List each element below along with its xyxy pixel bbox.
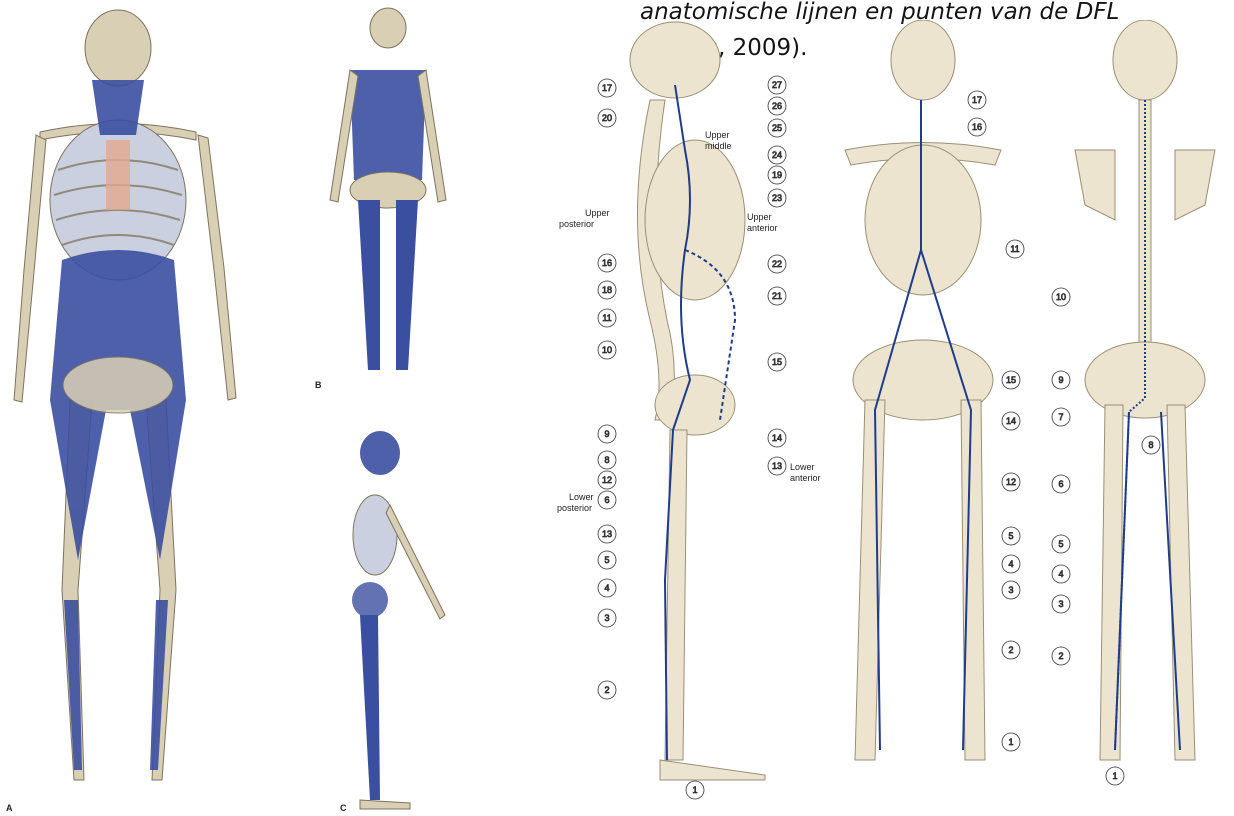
svg-text:13: 13	[602, 529, 612, 539]
figure-c-lateral-skeleton	[330, 425, 460, 815]
legs	[358, 200, 418, 370]
sternum	[106, 140, 130, 210]
svg-text:2: 2	[1058, 651, 1063, 661]
svg-text:1: 1	[1112, 771, 1117, 781]
anterior-line-diagram: 17 16 11 15 14 12 5 4 3 2 1	[835, 20, 1045, 810]
svg-text:3: 3	[1058, 599, 1063, 609]
figure-a-anterior-skeleton	[0, 0, 300, 816]
svg-text:16: 16	[602, 258, 612, 268]
legs	[1100, 405, 1195, 760]
svg-text:27: 27	[772, 80, 782, 90]
skull	[891, 20, 955, 100]
svg-text:3: 3	[1008, 585, 1013, 595]
svg-text:10: 10	[1056, 292, 1066, 302]
back-muscles	[350, 70, 426, 180]
svg-text:4: 4	[604, 583, 609, 593]
svg-text:5: 5	[1058, 539, 1063, 549]
svg-text:15: 15	[772, 357, 782, 367]
legs	[855, 400, 985, 760]
svg-text:22: 22	[772, 259, 782, 269]
svg-text:17: 17	[602, 83, 612, 93]
skull	[370, 8, 406, 48]
svg-text:12: 12	[602, 475, 612, 485]
panel-letter-c: C	[340, 803, 347, 813]
pelvis	[63, 357, 173, 413]
skull	[85, 10, 151, 86]
svg-text:17: 17	[972, 95, 982, 105]
neck-muscles	[92, 80, 144, 135]
svg-text:19: 19	[772, 170, 782, 180]
svg-text:13: 13	[772, 461, 782, 471]
svg-text:4: 4	[1008, 559, 1013, 569]
svg-text:21: 21	[772, 291, 782, 301]
svg-text:23: 23	[772, 193, 782, 203]
arm	[386, 505, 445, 619]
svg-text:8: 8	[1148, 440, 1153, 450]
svg-text:18: 18	[602, 285, 612, 295]
svg-text:4: 4	[1058, 569, 1063, 579]
svg-text:1: 1	[1008, 737, 1013, 747]
svg-text:10: 10	[602, 345, 612, 355]
svg-text:12: 12	[1006, 477, 1016, 487]
svg-text:26: 26	[772, 101, 782, 111]
foot	[660, 760, 765, 780]
svg-text:2: 2	[1008, 645, 1013, 655]
svg-text:5: 5	[1008, 531, 1013, 541]
svg-text:24: 24	[772, 150, 782, 160]
svg-text:8: 8	[604, 455, 609, 465]
svg-text:9: 9	[604, 429, 609, 439]
figure-b-posterior-skeleton	[310, 0, 460, 390]
svg-text:14: 14	[1006, 416, 1016, 426]
skull	[1113, 20, 1177, 100]
svg-text:1: 1	[692, 785, 697, 795]
svg-text:7: 7	[1058, 412, 1063, 422]
svg-text:11: 11	[602, 313, 611, 323]
svg-text:9: 9	[1058, 375, 1063, 385]
svg-text:16: 16	[972, 122, 982, 132]
posterior-line-diagram: 10 9 7 8 6 5 4 3 2 1	[1045, 20, 1234, 810]
leg	[360, 615, 380, 800]
leg	[665, 430, 687, 760]
panel-letter-b: B	[315, 380, 322, 390]
svg-text:3: 3	[604, 613, 609, 623]
left-arm	[198, 135, 236, 400]
svg-text:5: 5	[604, 555, 609, 565]
right-arm	[14, 135, 46, 402]
skull-with-muscle	[360, 431, 400, 475]
foot	[360, 800, 410, 809]
svg-text:15: 15	[1006, 375, 1016, 385]
svg-text:2: 2	[604, 685, 609, 695]
svg-text:25: 25	[772, 123, 782, 133]
pelvis	[352, 582, 388, 618]
svg-text:6: 6	[604, 495, 609, 505]
svg-text:11: 11	[1010, 244, 1019, 254]
svg-text:14: 14	[772, 433, 782, 443]
lateral-line-diagram: 17 20 27 26 25 24 19 23 16 18 11 22 21 1…	[555, 20, 835, 810]
ribcage	[645, 140, 745, 300]
panel-letter-a: A	[6, 803, 13, 813]
ribcage	[865, 145, 981, 295]
svg-text:6: 6	[1058, 479, 1063, 489]
svg-text:20: 20	[602, 113, 612, 123]
